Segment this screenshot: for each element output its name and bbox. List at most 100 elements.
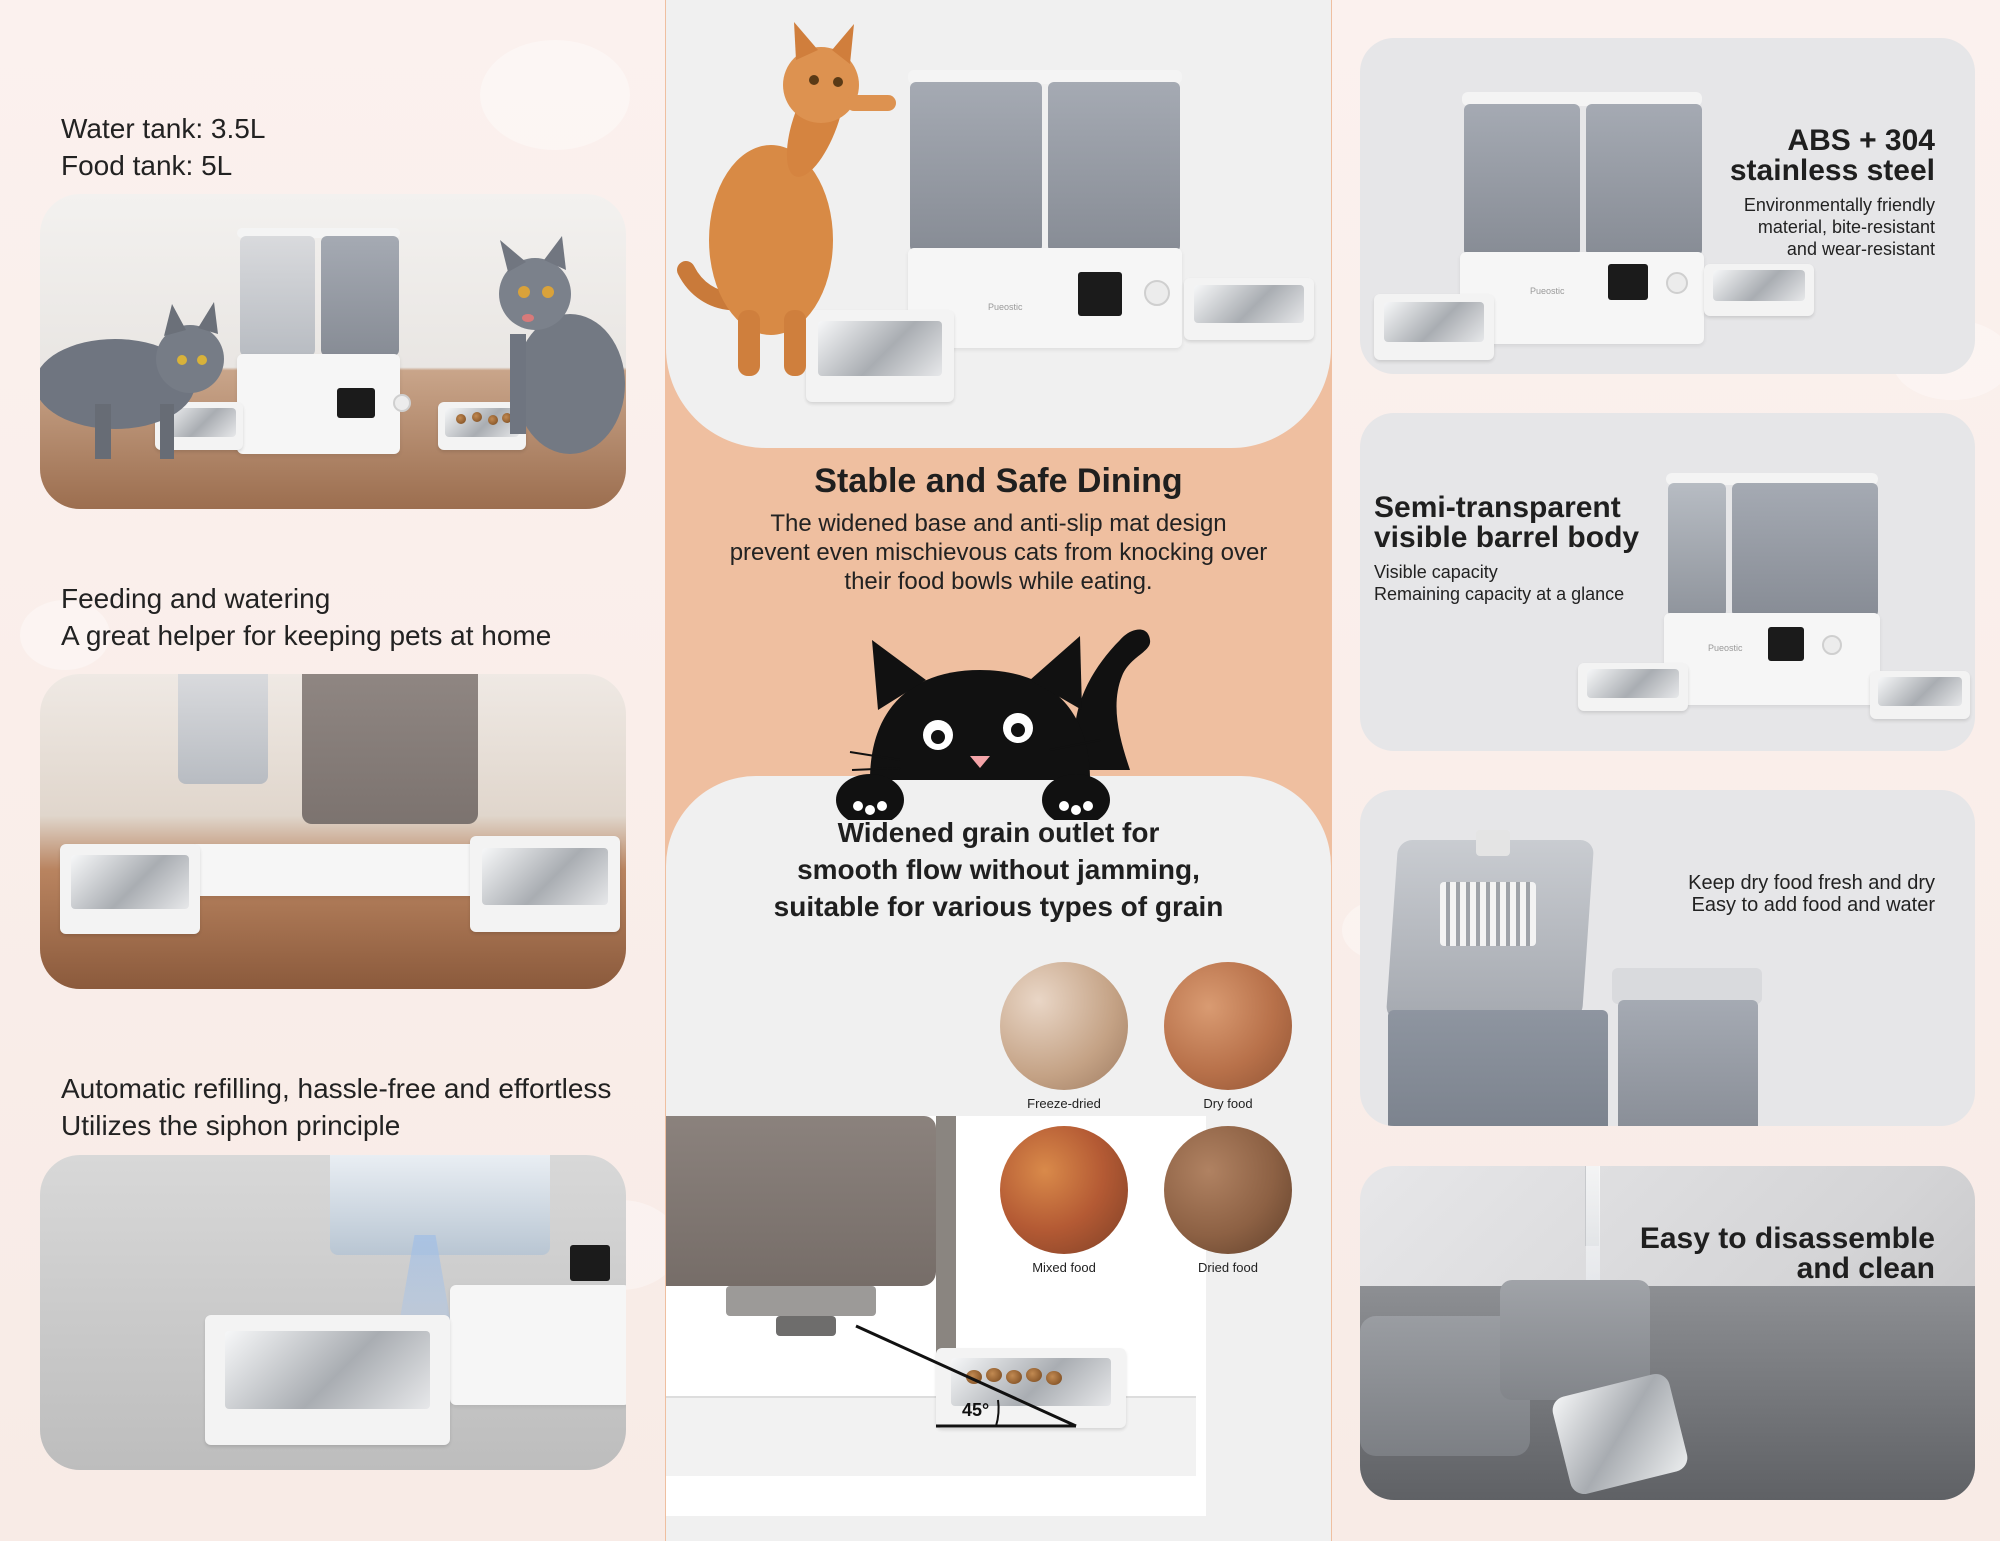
- outlet-spout: [776, 1316, 836, 1336]
- feeder-lid: [237, 228, 400, 238]
- abs-steel-title-line: ABS + 304: [1787, 124, 1935, 157]
- lcd-screen: [337, 388, 375, 418]
- brand-mark: Pueostic: [1708, 643, 1743, 653]
- dried-food-image: [1164, 1126, 1292, 1254]
- lcd-screen: [1768, 627, 1804, 661]
- water-tank: [330, 1155, 550, 1255]
- water-tank: [178, 674, 268, 784]
- grey-cat-right-illustration: [499, 236, 625, 454]
- abs-steel-desc-line: material, bite-resistant: [1757, 217, 1935, 237]
- kibble: [1046, 1371, 1062, 1385]
- helper-text: A great helper for keeping pets at home: [61, 620, 552, 651]
- lcd-screen: [570, 1245, 610, 1281]
- food-tank: [1464, 104, 1580, 256]
- mixed-food-image: [1000, 1126, 1128, 1254]
- lid-latch: [1476, 830, 1510, 856]
- food-tank: [1668, 483, 1726, 617]
- feeder-with-cats-photo: [40, 194, 626, 509]
- abs-steel-desc-line: and wear-resistant: [1786, 239, 1935, 259]
- stable-dining-title: Stable and Safe Dining: [814, 462, 1183, 500]
- open-lid-description: Keep dry food fresh and dry Easy to add …: [1688, 872, 1935, 916]
- feeder-lid: [908, 70, 1182, 84]
- feeding-watering-caption: Feeding and watering A great helper for …: [61, 580, 551, 654]
- semi-transparent-card: Semi-transparent visible barrel body Vis…: [1360, 413, 1975, 751]
- open-lid-desc-line: Keep dry food fresh and dry: [1688, 872, 1935, 894]
- kibble: [986, 1368, 1002, 1382]
- feeding-watering-text: Feeding and watering: [61, 583, 331, 614]
- food-tank-cutaway: [666, 1116, 936, 1286]
- food-bowl: [1704, 264, 1814, 316]
- kibble: [456, 414, 466, 424]
- abs-steel-desc-line: Environmentally friendly: [1743, 195, 1935, 215]
- food-tank: [321, 236, 399, 356]
- siphon-text: Utilizes the siphon principle: [61, 1110, 401, 1141]
- angle-guide-lines: [855, 1324, 1077, 1428]
- grain-outlet-title: Widened grain outlet for smooth flow wit…: [666, 814, 1331, 925]
- grain-outlet-line: suitable for various types of grain: [773, 891, 1224, 922]
- semi-transparent-desc-line: Visible capacity: [1374, 562, 1498, 582]
- feeder-base-floor-photo: [40, 674, 626, 989]
- closed-food-tank: [1618, 1000, 1758, 1126]
- kibble: [1026, 1368, 1042, 1382]
- water-bowl: [205, 1315, 450, 1445]
- kibble: [488, 415, 498, 425]
- open-lid-card: Keep dry food fresh and dry Easy to add …: [1360, 790, 1975, 1126]
- easy-clean-title: Easy to disassemble and clean: [1640, 1224, 1935, 1284]
- food-tank-text: Food tank: 5L: [61, 150, 233, 181]
- freeze-dried-label: Freeze-dried: [1027, 1096, 1101, 1111]
- grain-outlet-line: smooth flow without jamming,: [797, 854, 1200, 885]
- dry-food-image: [1164, 962, 1292, 1090]
- feeder-lid: [1666, 473, 1878, 485]
- water-tank-text: Water tank: 3.5L: [61, 113, 266, 144]
- grain-outlet-panel: 45° Freeze-dried Dry food Mixed food Dri…: [666, 776, 1331, 1541]
- kibble: [502, 413, 512, 423]
- food-tank: [1586, 104, 1702, 256]
- food-tank: [910, 82, 1042, 252]
- open-food-tank: [1388, 1010, 1608, 1126]
- closed-tank-lid: [1612, 968, 1762, 1004]
- freeze-dried-food-image: [1000, 962, 1128, 1090]
- tank-wall: [936, 1116, 956, 1356]
- abs-steel-description: Environmentally friendly material, bite-…: [1744, 194, 1935, 260]
- semi-transparent-desc-line: Remaining capacity at a glance: [1374, 584, 1625, 604]
- lcd-screen: [1608, 264, 1648, 300]
- kibble: [1006, 1370, 1022, 1384]
- feeder-base: [237, 354, 400, 454]
- grain-outlet-line: Widened grain outlet for: [837, 817, 1160, 848]
- water-bowl: [1374, 294, 1494, 360]
- control-knob: [1822, 635, 1842, 655]
- water-bowl: [1578, 663, 1688, 711]
- grey-cat-left-illustration: [40, 302, 224, 459]
- feeder-base: [1460, 252, 1704, 344]
- background-paw-blob: [480, 40, 630, 150]
- desiccant-filter: [1440, 882, 1536, 946]
- semi-transparent-title-line: Semi-transparent: [1374, 491, 1621, 524]
- control-knob: [393, 394, 411, 412]
- outlet-gear: [726, 1286, 876, 1316]
- peeking-black-cat-illustration: [836, 629, 1151, 820]
- food-bowl: [1184, 278, 1314, 340]
- food-bowl: [470, 836, 620, 932]
- semi-transparent-description: Visible capacity Remaining capacity at a…: [1374, 561, 1624, 605]
- food-tank: [1732, 483, 1878, 617]
- water-bowl: [60, 844, 200, 934]
- stable-dining-line: prevent even mischievous cats from knock…: [729, 539, 1268, 566]
- kibble: [472, 412, 482, 422]
- stable-dining-line: their food bowls while eating.: [844, 568, 1153, 595]
- auto-refill-caption: Automatic refilling, hassle-free and eff…: [61, 1070, 611, 1144]
- food-tank: [1048, 82, 1180, 252]
- dry-food-label: Dry food: [1203, 1096, 1253, 1111]
- brand-mark: Pueostic: [988, 302, 1023, 312]
- tank-capacity-caption: Water tank: 3.5L Food tank: 5L: [61, 110, 265, 184]
- food-tank: [302, 674, 478, 824]
- brand-mark: Pueostic: [1530, 286, 1565, 296]
- semi-transparent-title: Semi-transparent visible barrel body: [1374, 493, 1639, 553]
- dried-food-label: Dried food: [1198, 1260, 1258, 1275]
- mixed-food-label: Mixed food: [1032, 1260, 1096, 1275]
- abs-steel-title: ABS + 304 stainless steel: [1730, 126, 1935, 186]
- feeder-lid: [1462, 92, 1702, 106]
- abs-steel-card: Pueostic ABS + 304 stainless steel Envir…: [1360, 38, 1975, 374]
- abs-steel-title-line: stainless steel: [1729, 154, 1935, 187]
- food-bowl: [1870, 671, 1970, 719]
- stable-dining-line: The widened base and anti-slip mat desig…: [770, 510, 1227, 537]
